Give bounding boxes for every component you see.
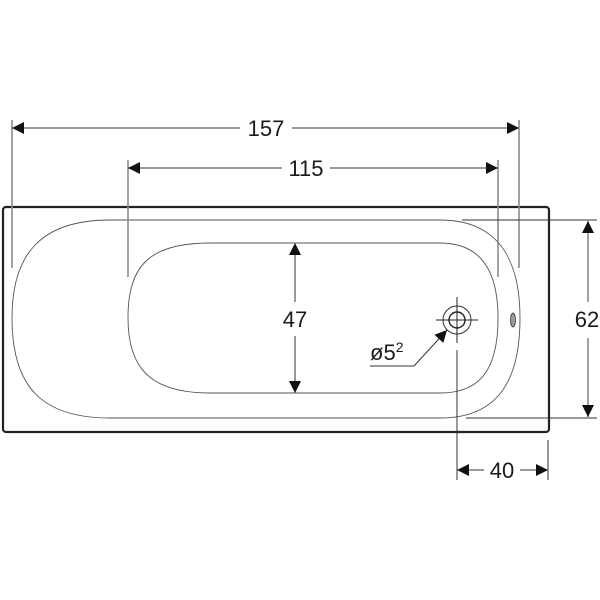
dimension-label-40: 40 (490, 458, 514, 483)
tub-basin-inner (127, 242, 499, 394)
dimension-label-47: 47 (283, 307, 307, 332)
dimension-47: 47 (283, 243, 307, 393)
dimension-40: 40 (457, 458, 548, 483)
dimension-label-157: 157 (248, 116, 285, 141)
tub-basin-outer (11, 219, 521, 419)
dimension-label-62: 62 (575, 307, 599, 332)
drain-diameter-callout: ø52 (370, 329, 448, 367)
dimension-115: 115 (128, 156, 498, 181)
drain-diameter-label: ø52 (370, 339, 404, 365)
dimension-label-115: 115 (288, 156, 323, 181)
dimension-62: 62 (575, 221, 599, 417)
overflow-icon (510, 312, 516, 328)
drain-icon (436, 297, 478, 480)
dimension-157: 157 (12, 116, 519, 141)
tub-outer-rim (1, 205, 551, 434)
